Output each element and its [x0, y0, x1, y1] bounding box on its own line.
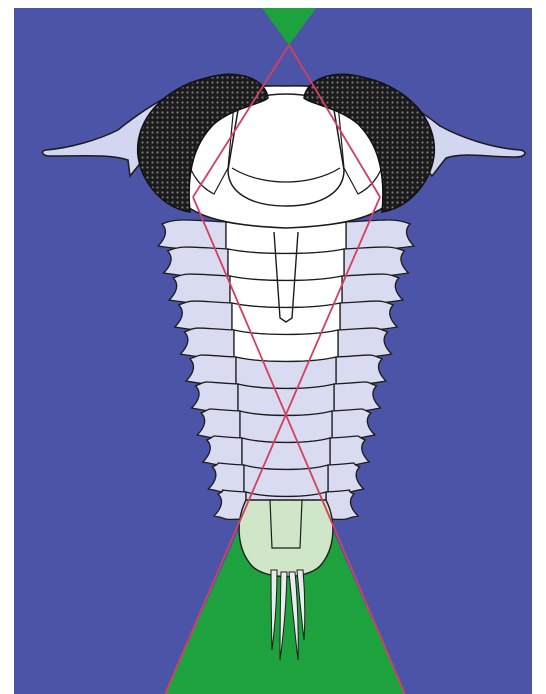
thorax-pleura-right	[336, 355, 386, 384]
thorax-pleura-left	[164, 247, 228, 276]
axial-ring	[232, 303, 340, 335]
axial-ring	[242, 438, 330, 470]
axial-ring	[234, 330, 338, 362]
axial-ring	[228, 249, 344, 281]
thorax-pleura-right	[342, 274, 403, 303]
thorax-pleura-left	[192, 382, 238, 411]
thorax-pleura-right	[346, 220, 414, 249]
thorax-pleura-left	[175, 301, 232, 330]
thorax-pleura-left	[169, 274, 230, 303]
thorax-pleura-right	[338, 328, 392, 357]
thorax-pleura-left	[158, 220, 226, 249]
pygidium	[239, 500, 333, 577]
axial-ring	[238, 384, 334, 416]
axial-ring	[236, 357, 336, 389]
thorax-pleura-right	[334, 382, 380, 411]
thorax-pleura-left	[186, 355, 236, 384]
glabella	[228, 94, 344, 206]
thorax-pleura-right	[344, 247, 408, 276]
thorax-pleura-right	[340, 301, 397, 330]
thorax-pleura-left	[180, 328, 234, 357]
axial-ring	[230, 276, 342, 308]
